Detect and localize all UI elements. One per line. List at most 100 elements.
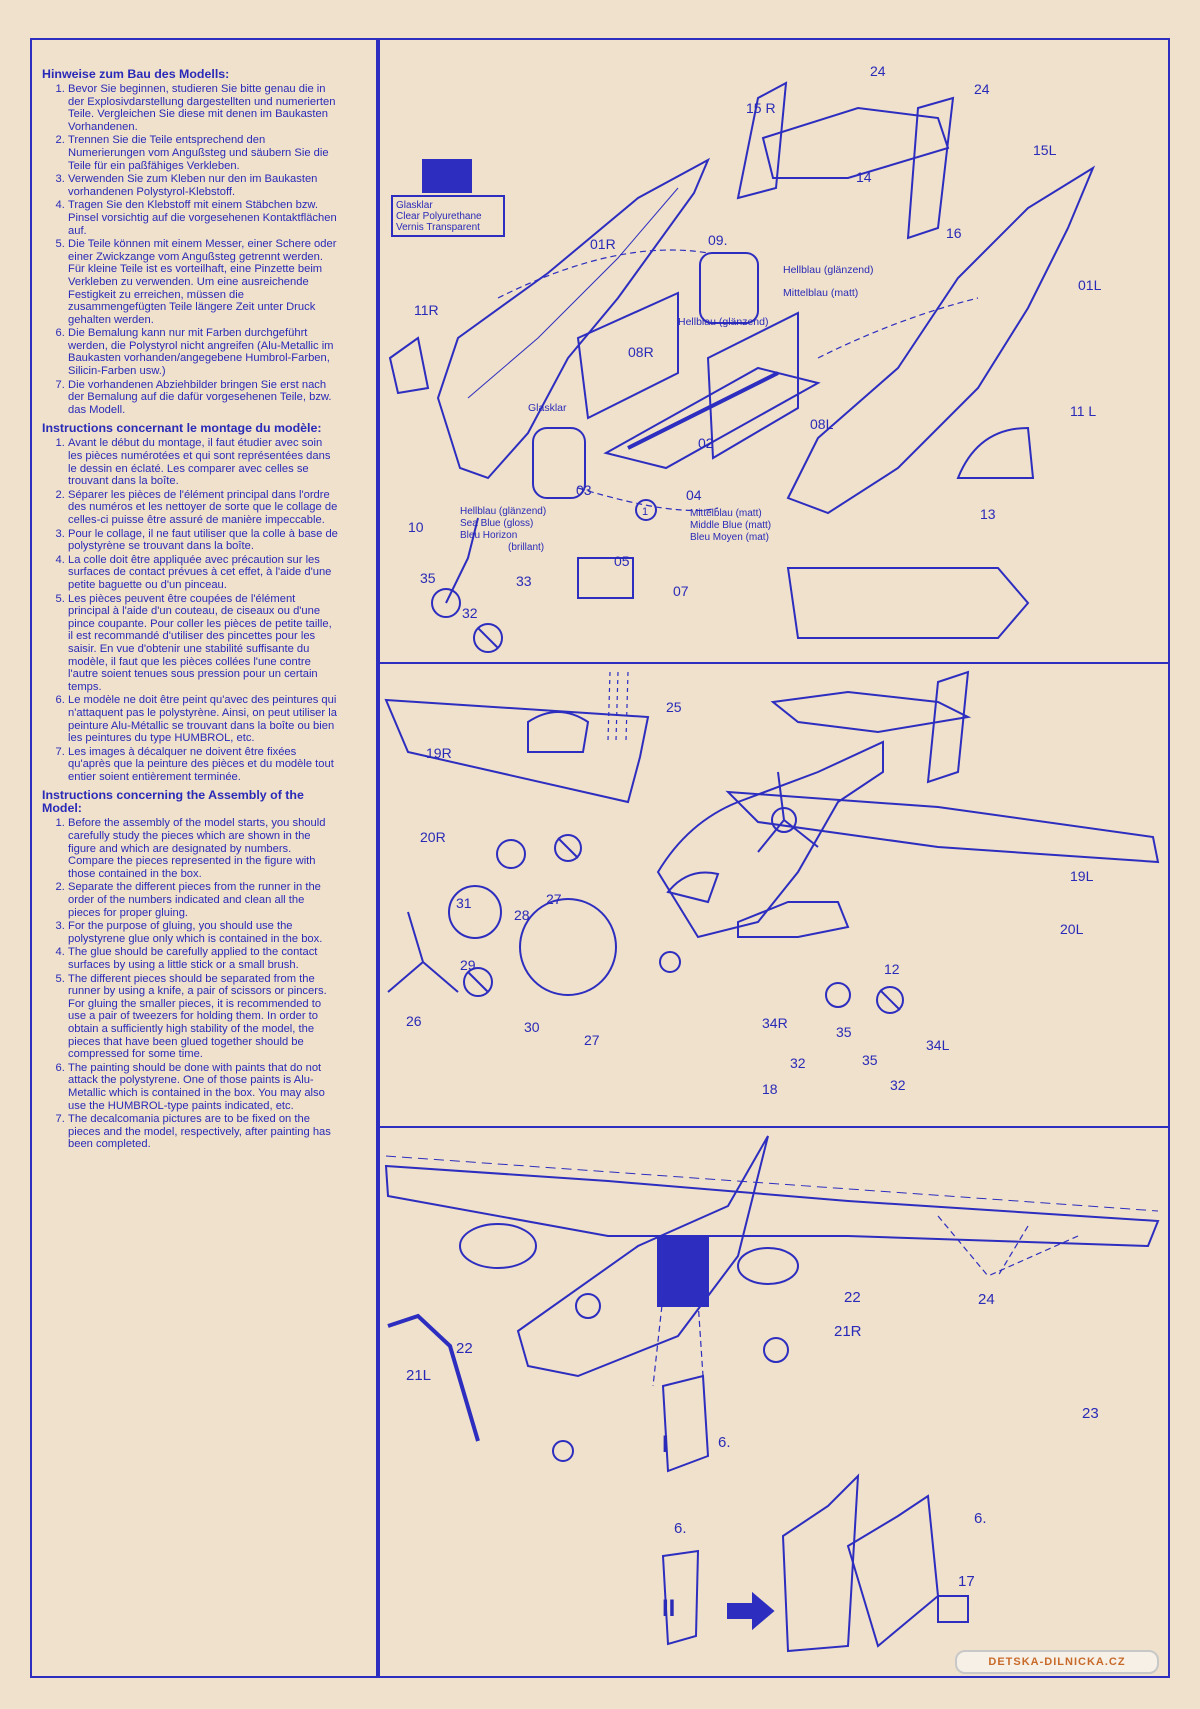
german-item: Bevor Sie beginnen, studieren Sie bitte … <box>68 83 338 133</box>
part-label: 23 <box>1082 1405 1099 1422</box>
part-label: 29 <box>460 957 476 973</box>
windscreen-drawing <box>956 426 1035 479</box>
right-wing-drawing <box>384 698 650 804</box>
clear-legend-box <box>391 195 505 237</box>
part-label: 21L <box>406 1367 431 1384</box>
part-label: 6. <box>974 1510 987 1527</box>
bulkhead-drawing <box>699 252 759 324</box>
part-label: 18 <box>762 1081 778 1097</box>
part-label: 26 <box>406 1013 422 1029</box>
fuselage-underside-drawing <box>516 1135 769 1378</box>
part-label: 6. <box>674 1520 687 1537</box>
french-item: Les pièces peuvent être coupées de l'élé… <box>68 593 338 694</box>
french-item: Les images à décalquer ne doivent être f… <box>68 746 338 784</box>
panel-3-diagram: 22 21L 22 21R 24 23 6. I II 6. 6. 17 <box>384 1135 1160 1653</box>
panel-2-diagram: 25 19R 20R 19L 20L 31 28 27 29 30 26 27 … <box>384 670 1160 1097</box>
part-label: 25 <box>666 699 682 715</box>
no-glue-symbol <box>876 986 904 1014</box>
part-label: 08R <box>628 344 654 360</box>
middle-blue-legend-line: Mittelblau (matt) <box>690 508 762 519</box>
part-label: 15 R <box>746 100 776 116</box>
engine-cylinder-drawing <box>496 839 526 869</box>
french-item: Le modèle ne doit être peint qu'avec des… <box>68 694 338 744</box>
mittelblau-legend: Mittelblau (matt) <box>783 287 858 299</box>
clear-legend-line: Vernis Transparent <box>396 222 480 233</box>
glasklar-legend: Glasklar <box>528 402 567 414</box>
nose-wheel-drawing <box>659 951 681 973</box>
part-label: 32 <box>790 1055 806 1071</box>
sea-blue-legend-line: Sea Blue (gloss) <box>460 518 533 529</box>
main-wheel-drawing <box>825 982 851 1008</box>
cabin-wall-drawing <box>576 291 679 420</box>
propeller-hub-drawing <box>771 807 797 833</box>
fuselage-right-drawing <box>436 157 711 480</box>
part-label: 35 <box>836 1024 852 1040</box>
french-item: Avant le début du montage, il faut étudi… <box>68 437 338 487</box>
wheel-drawing <box>431 588 461 618</box>
sea-blue-legend-line: (brillant) <box>508 542 544 553</box>
english-item: Before the assembly of the model starts,… <box>68 817 338 880</box>
french-list: Avant le début du montage, il faut étudi… <box>38 437 338 783</box>
german-item: Verwenden Sie zum Kleben nur den im Bauk… <box>68 173 338 198</box>
hellblau-legend: Hellblau (glänzend) <box>678 316 768 328</box>
part-label: 20L <box>1060 921 1084 937</box>
german-item: Trennen Sie die Teile entsprechend den N… <box>68 134 338 172</box>
english-item: For the purpose of gluing, you should us… <box>68 920 338 945</box>
instructions-column: Hinweise zum Bau des Modells: Bevor Sie … <box>38 62 338 1152</box>
part-label: 22 <box>844 1289 861 1306</box>
panel-3-frame <box>378 1126 1170 1678</box>
hellblau-legend: Hellblau (glänzend) <box>783 264 873 276</box>
gear-door-drawing <box>737 901 850 938</box>
part-label: 24 <box>870 63 886 79</box>
part-label: 19R <box>426 745 452 761</box>
fuselage-hatch-drawing <box>657 1235 709 1307</box>
part-label: 07 <box>673 583 689 599</box>
part-label: 27 <box>584 1032 600 1048</box>
strut-drawing <box>387 1313 480 1442</box>
part-label: 32 <box>890 1077 906 1093</box>
part-label: 1 <box>642 506 648 518</box>
part-label: 27 <box>546 891 562 907</box>
part-label: 14 <box>856 169 872 185</box>
german-title: Hinweise zum Bau des Modells: <box>42 67 230 81</box>
part-label: 13 <box>980 506 996 522</box>
propeller-drawing <box>387 911 459 993</box>
french-item: Séparer les pièces de l'élément principa… <box>68 489 338 527</box>
step-label: I <box>662 1431 669 1458</box>
arrow-drawing <box>727 1591 775 1631</box>
part-label: 30 <box>524 1019 540 1035</box>
part-label: 22 <box>456 1340 473 1357</box>
part-label: 6. <box>718 1434 731 1451</box>
clear-legend-line: Clear Polyurethane <box>396 211 482 222</box>
english-title: Instructions concerning the Assembly of … <box>42 788 304 816</box>
wing-underside-drawing <box>384 1164 1160 1248</box>
cockpit-windows-drawing <box>666 871 720 904</box>
part-label: 12 <box>884 961 900 977</box>
part-label: 01L <box>1078 277 1102 293</box>
part-label: 03 <box>576 482 592 498</box>
left-wing-drawing <box>725 790 1160 864</box>
fuselage-left-drawing <box>786 165 1096 515</box>
part-label: 31 <box>456 895 472 911</box>
part-label: 04 <box>686 487 702 503</box>
part-label: 10 <box>408 519 424 535</box>
middle-blue-legend-line: Bleu Moyen (mat) <box>690 532 769 543</box>
part-label: 19L <box>1070 868 1094 884</box>
part-label: 20R <box>420 829 446 845</box>
part-label: 08L <box>810 416 834 432</box>
part-label: 09. <box>708 232 727 248</box>
fairing-detail-drawing <box>661 1549 700 1646</box>
german-item: Die Bemalung kann nur mit Farben durchge… <box>68 327 338 377</box>
part-label: 17 <box>958 1573 975 1590</box>
part-label: 33 <box>516 573 532 589</box>
wheel-drawing <box>763 1337 789 1363</box>
nacelle-drawing <box>459 1223 537 1269</box>
step-label: II <box>662 1595 675 1622</box>
german-item: Die vorhandenen Abziehbilder bringen Sie… <box>68 379 338 417</box>
part-label: 15L <box>1033 142 1057 158</box>
english-item: The decalcomania pictures are to be fixe… <box>68 1113 338 1151</box>
fairing-drawing <box>661 1374 710 1473</box>
middle-blue-legend-line: Middle Blue (matt) <box>690 520 771 531</box>
no-glue-symbol <box>473 623 503 653</box>
